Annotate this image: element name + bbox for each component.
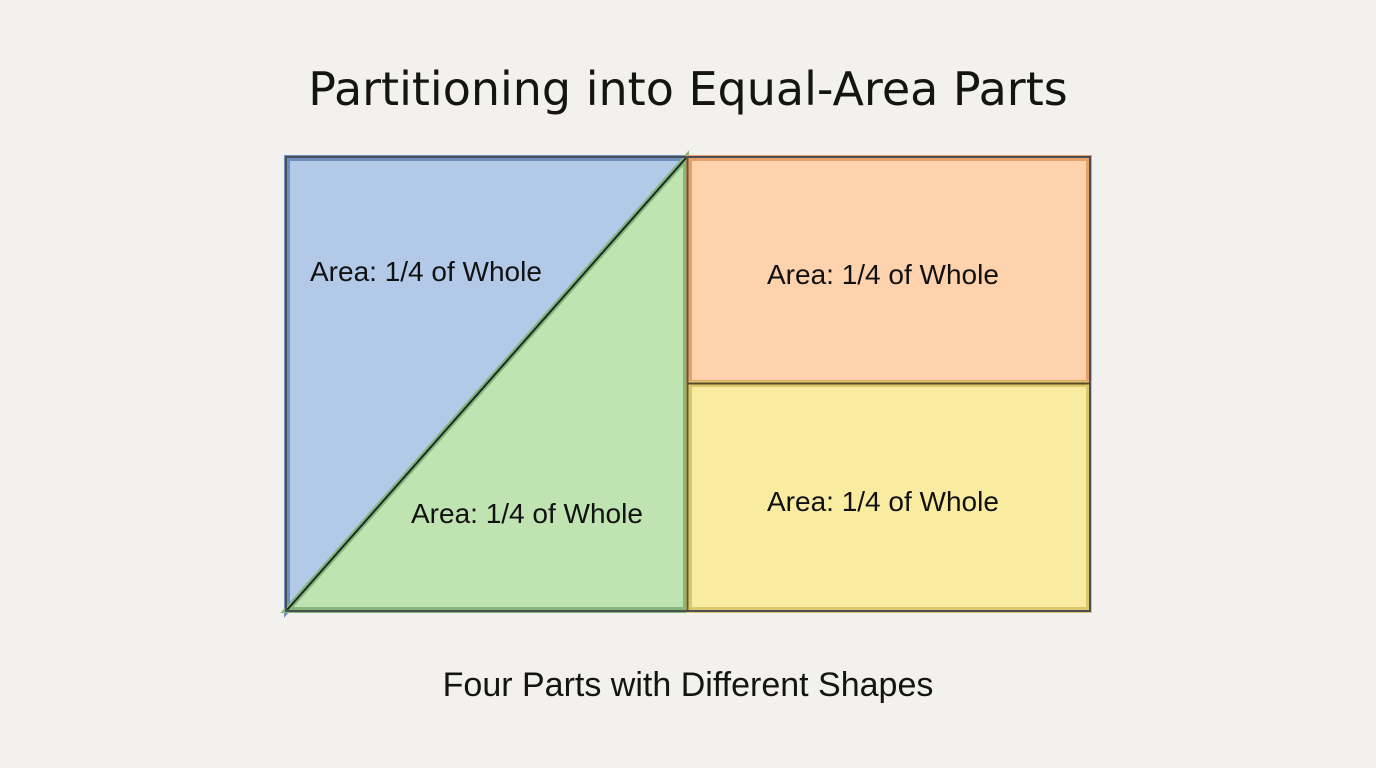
yellow-rectangle-part [686, 381, 1092, 613]
diagram-caption: Four Parts with Different Shapes [442, 666, 934, 704]
outer-border [285, 156, 1091, 612]
diagonal-divider [286, 157, 687, 611]
blue-triangle-label: Area: 1/4 of Whole [310, 256, 542, 287]
yellow-rectangle-label: Area: 1/4 of Whole [767, 486, 999, 517]
diagram-title: Partitioning into Equal-Area Parts [308, 62, 1068, 116]
green-triangle-label: Area: 1/4 of Whole [411, 498, 643, 529]
orange-rectangle-label: Area: 1/4 of Whole [767, 259, 999, 290]
